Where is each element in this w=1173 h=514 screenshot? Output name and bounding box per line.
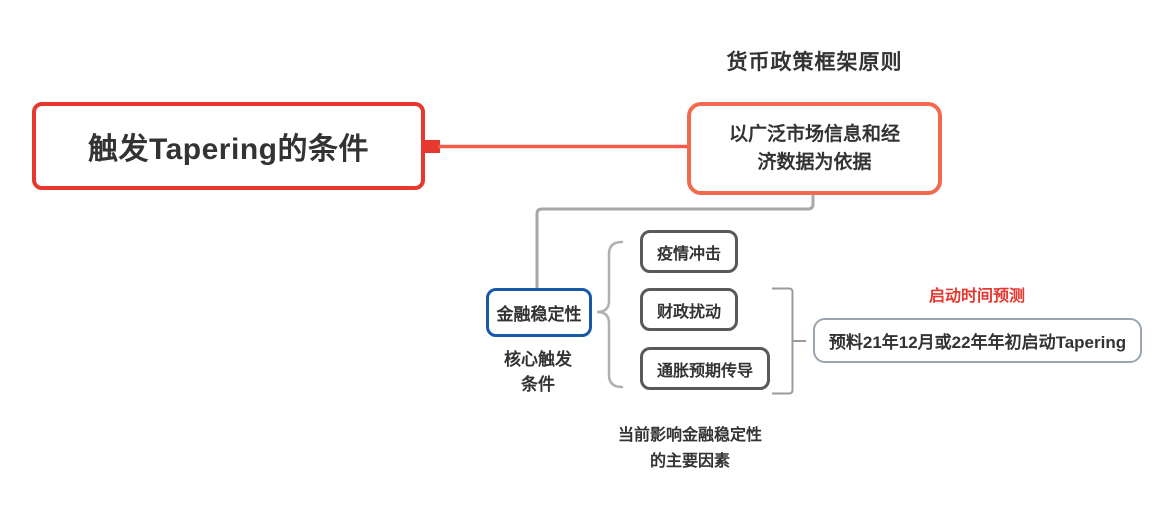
principle-topic-line2: 济数据为依据 [757, 151, 872, 173]
principle-topic[interactable]: 以广泛市场信息和经 济数据为依据 [687, 102, 942, 195]
brace-stability-factors [596, 240, 624, 389]
stability-caption[interactable]: 核心触发 条件 [482, 347, 594, 397]
root-topic[interactable]: 触发Tapering的条件 [32, 102, 425, 190]
factors-caption-line2: 的主要因素 [649, 453, 730, 470]
stability-caption-line1: 核心触发 [504, 350, 572, 369]
stability-topic[interactable]: 金融稳定性 [486, 288, 592, 337]
factor-topic-fiscal[interactable]: 财政扰动 [640, 288, 739, 331]
principle-topic-line1: 以广泛市场信息和经 [728, 123, 900, 145]
stability-caption-line2: 条件 [521, 375, 555, 394]
factors-caption-line1: 当前影响金融稳定性 [617, 427, 762, 444]
timing-label[interactable]: 启动时间预测 [928, 288, 1025, 305]
bracket-factors-timing [772, 287, 794, 395]
root-connector-handle [424, 140, 440, 153]
principle-label[interactable]: 货币政策框架原则 [726, 51, 903, 74]
factor-topic-pandemic[interactable]: 疫情冲击 [640, 230, 739, 273]
factor-topic-inflation[interactable]: 通胀预期传导 [640, 347, 771, 390]
timing-topic[interactable]: 预料21年12月或22年年初启动Tapering [813, 318, 1142, 363]
factors-caption[interactable]: 当前影响金融稳定性 的主要因素 [588, 423, 792, 475]
